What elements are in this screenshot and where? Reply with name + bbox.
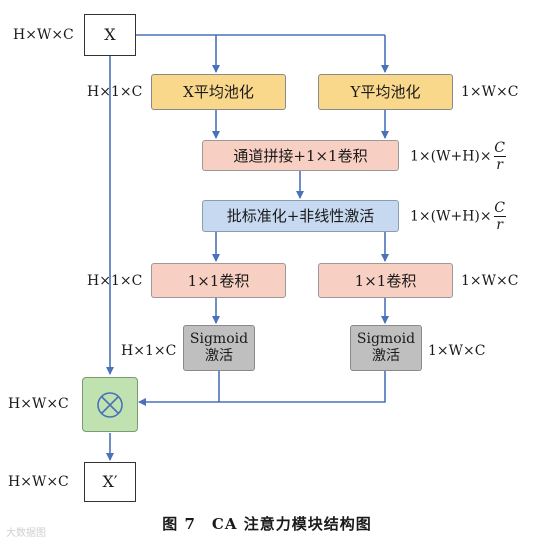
multiply-node [82,377,138,432]
watermark: 大数据图 [6,528,46,539]
y-pool-dim-label: 1×W×C [461,84,519,100]
sigmoid-right-line1: Sigmoid [356,331,416,347]
input-dim-label: H×W×C [13,27,74,43]
sig-right-dim-label: 1×W×C [428,343,486,359]
multiply-icon [97,391,123,418]
concat-dim-num: C [494,140,505,156]
y-avg-pool-node: Y平均池化 [318,74,453,110]
concat-conv-node: 通道拼接+1×1卷积 [202,140,399,171]
output-node: X′ [84,462,136,502]
x-avg-pool-node: X平均池化 [151,74,286,110]
bn-dim-num: C [494,200,505,216]
concat-dim-den: r [496,157,503,173]
bn-activation-node: 批标准化+非线性激活 [202,200,399,232]
conv-left-dim-label: H×1×C [87,273,143,289]
sigmoid-left-node: Sigmoid 激活 [183,325,255,371]
concat-dim-prefix: 1×(W+H)× [410,148,492,165]
sigmoid-left-line2: 激活 [205,348,233,364]
conv-right-node: 1×1卷积 [318,263,453,298]
sigmoid-right-line2: 激活 [372,348,400,364]
bn-dim-den: r [496,217,503,233]
sigmoid-right-node: Sigmoid 激活 [350,325,422,371]
bn-dim-prefix: 1×(W+H)× [410,208,492,225]
conv-left-node: 1×1卷积 [151,263,286,298]
input-node: X [84,14,136,56]
sigmoid-left-line1: Sigmoid [189,331,249,347]
conv-right-dim-label: 1×W×C [461,273,519,289]
output-dim-label: H×W×C [8,474,69,490]
line-sig-right-down [138,371,386,406]
mult-dim-label: H×W×C [8,396,69,412]
sig-left-dim-label: H×1×C [121,343,177,359]
x-pool-dim-label: H×1×C [87,84,143,100]
figure-caption: 图 7 CA 注意力模块结构图 [162,515,372,533]
